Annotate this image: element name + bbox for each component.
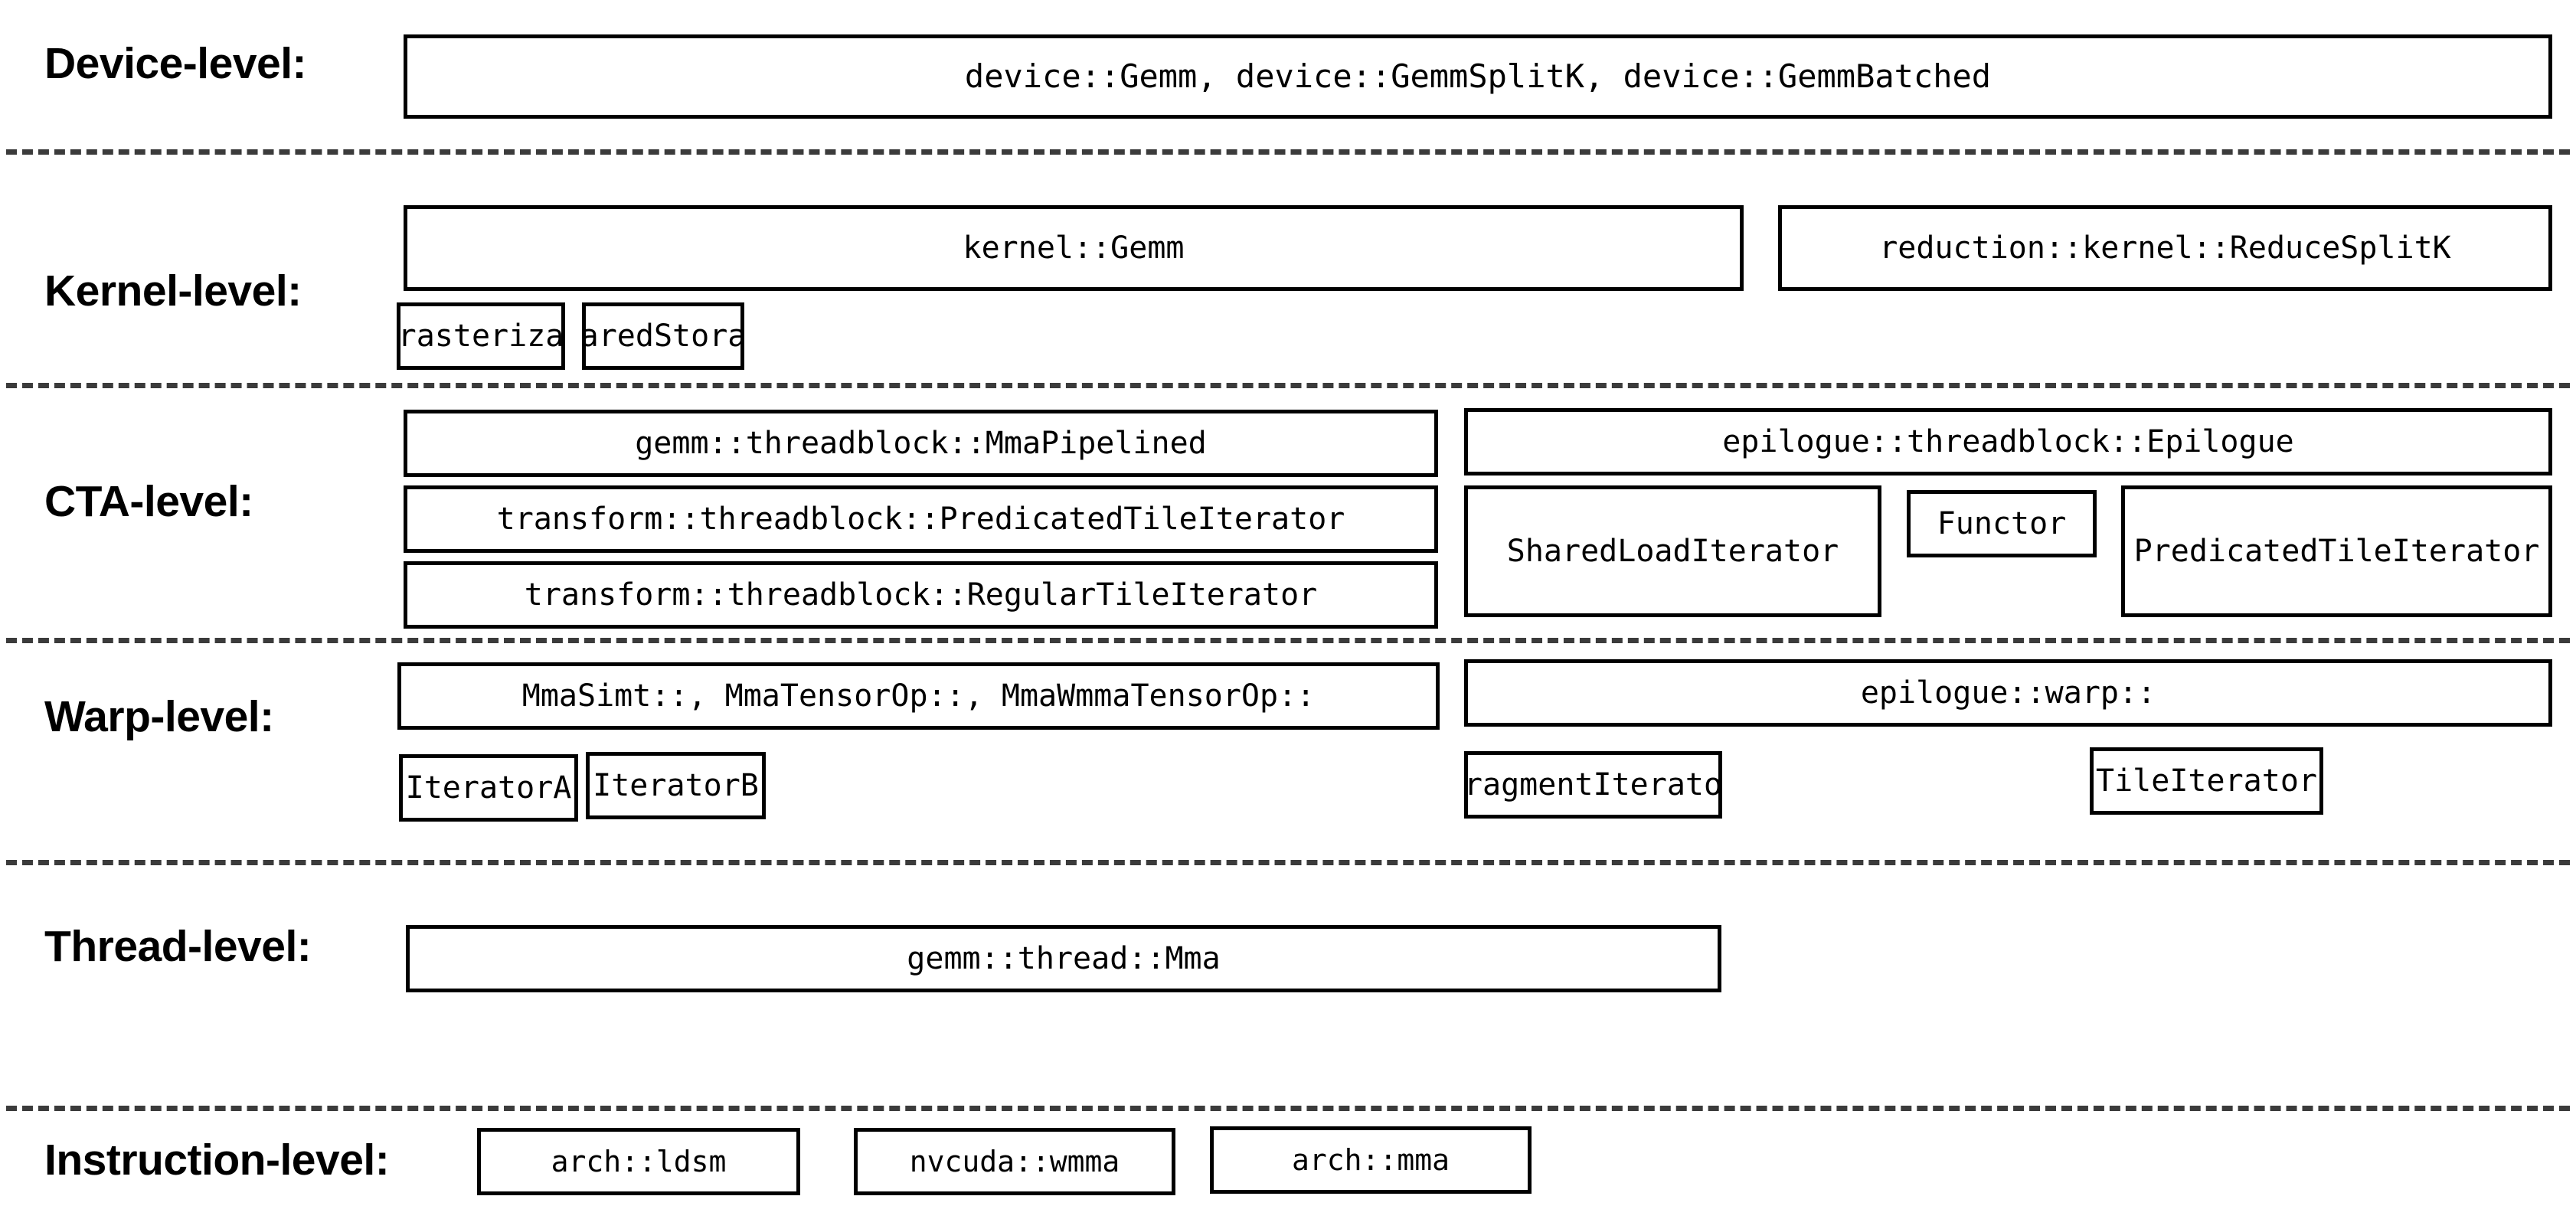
box-transform-threadblock-regulartileiterator-text: transform::threadblock::RegularTileItera… [524,577,1318,613]
box-warp-mma-ops[interactable]: MmaSimt::, MmaTensorOp::, MmaWmmaTensorO… [397,662,1440,730]
box-cta-rasterization-text: CTA rasterization [397,319,564,354]
box-cta-rasterization[interactable]: CTA rasterization [397,302,565,370]
box-shared-storage[interactable]: SharedStorage [582,302,744,370]
box-iterator-a[interactable]: IteratorA [399,754,578,822]
box-predicated-tile-iterator[interactable]: PredicatedTileIterator [2121,485,2552,617]
separator-cta-warp [6,638,2570,643]
box-iterator-a-text: IteratorA [405,770,572,806]
box-arch-mma[interactable]: arch::mma [1210,1126,1532,1194]
box-kernel-gemm-text: kernel::Gemm [963,230,1185,266]
box-gemm-thread-mma[interactable]: gemm::thread::Mma [406,925,1721,992]
box-iterator-b-text: IteratorB [593,768,759,803]
box-functor[interactable]: Functor [1907,490,2097,557]
box-reduction-kernel-reducesplitk-text: reduction::kernel::ReduceSplitK [1879,230,2451,266]
box-epilogue-threadblock-epilogue[interactable]: epilogue::threadblock::Epilogue [1464,408,2552,476]
box-gemm-threadblock-mmapipelined[interactable]: gemm::threadblock::MmaPipelined [404,410,1438,477]
box-arch-ldsm[interactable]: arch::ldsm [477,1128,800,1195]
level-label-warp: Warp-level: [44,692,274,741]
level-label-kernel: Kernel-level: [44,266,302,315]
box-device-gemm-text: device::Gemm, device::GemmSplitK, device… [964,57,1992,95]
box-gemm-thread-mma-text: gemm::thread::Mma [907,941,1221,976]
box-transform-threadblock-regulartileiterator[interactable]: transform::threadblock::RegularTileItera… [404,561,1438,629]
box-epilogue-warp-text: epilogue::warp:: [1860,675,2156,711]
box-shared-load-iterator-text: SharedLoadIterator [1506,534,1839,569]
separator-kernel-cta [6,383,2570,388]
box-shared-storage-text: SharedStorage [582,319,744,354]
separator-thread-instruction [6,1106,2570,1111]
box-iterator-b[interactable]: IteratorB [586,752,766,819]
box-fragment-iterator-text: FragmentIterator [1464,767,1722,802]
box-reduction-kernel-reducesplitk[interactable]: reduction::kernel::ReduceSplitK [1778,205,2552,291]
box-epilogue-threadblock-epilogue-text: epilogue::threadblock::Epilogue [1722,424,2294,459]
level-label-instruction: Instruction-level: [44,1136,390,1185]
box-functor-text: Functor [1937,506,2067,541]
box-arch-mma-text: arch::mma [1292,1143,1450,1177]
box-kernel-gemm[interactable]: kernel::Gemm [404,205,1744,291]
box-shared-load-iterator[interactable]: SharedLoadIterator [1464,485,1881,617]
box-warp-mma-ops-text: MmaSimt::, MmaTensorOp::, MmaWmmaTensorO… [521,678,1316,714]
box-tile-iterator[interactable]: TileIterator [2090,747,2323,815]
level-label-device: Device-level: [44,39,307,88]
box-nvcuda-wmma[interactable]: nvcuda::wmma [854,1128,1175,1195]
level-label-cta: CTA-level: [44,477,253,526]
box-nvcuda-wmma-text: nvcuda::wmma [909,1145,1120,1178]
separator-device-kernel [6,149,2570,155]
box-arch-ldsm-text: arch::ldsm [551,1145,727,1178]
box-device-gemm[interactable]: device::Gemm, device::GemmSplitK, device… [404,34,2552,119]
box-tile-iterator-text: TileIterator [2096,763,2317,799]
box-fragment-iterator[interactable]: FragmentIterator [1464,751,1722,819]
box-gemm-threadblock-mmapipelined-text: gemm::threadblock::MmaPipelined [635,426,1207,461]
box-transform-threadblock-predicatedtileiterator[interactable]: transform::threadblock::PredicatedTileIt… [404,485,1438,553]
box-epilogue-warp[interactable]: epilogue::warp:: [1464,659,2552,727]
separator-warp-thread [6,860,2570,865]
level-label-thread: Thread-level: [44,922,312,971]
box-transform-threadblock-predicatedtileiterator-text: transform::threadblock::PredicatedTileIt… [496,502,1345,537]
box-predicated-tile-iterator-text: PredicatedTileIterator [2133,534,2540,569]
